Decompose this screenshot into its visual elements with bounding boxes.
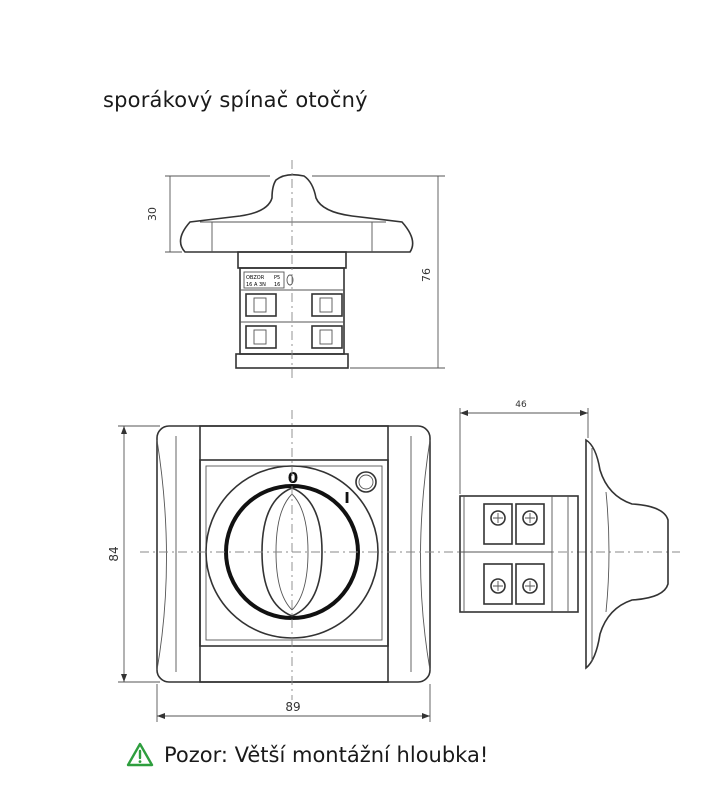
- warning-text: Pozor: Větší montážní hloubka!: [164, 742, 489, 767]
- label-plate-line3: P5: [274, 275, 280, 281]
- label-plate-line2: 16 A 3N: [246, 282, 266, 288]
- warning-note: Pozor: Větší montážní hloubka!: [126, 742, 488, 767]
- dial-label-off: 0: [288, 469, 298, 487]
- label-plate-line1: OBZOR: [246, 275, 265, 281]
- warning-triangle-icon: [126, 742, 154, 767]
- dimension-frame-width: 89: [285, 700, 300, 714]
- dimension-knob-height: 30: [146, 207, 159, 221]
- dimension-total-height: 76: [420, 268, 433, 282]
- top-view: OBZOR 16 A 3N P5 16 30 76: [146, 160, 445, 380]
- dimension-depth: 46: [515, 400, 527, 410]
- label-plate-line4: 16: [274, 282, 280, 288]
- front-view: 0 I 84 89: [107, 410, 680, 722]
- dimension-frame-height: 84: [107, 546, 121, 561]
- dial-label-on: I: [344, 489, 350, 507]
- page-title: sporákový spínač otočný: [103, 88, 368, 112]
- side-view: 46: [459, 400, 669, 670]
- label-plate: OBZOR 16 A 3N P5 16: [243, 271, 294, 289]
- terminal-blocks: [245, 293, 343, 349]
- screw-terminals: [483, 503, 545, 605]
